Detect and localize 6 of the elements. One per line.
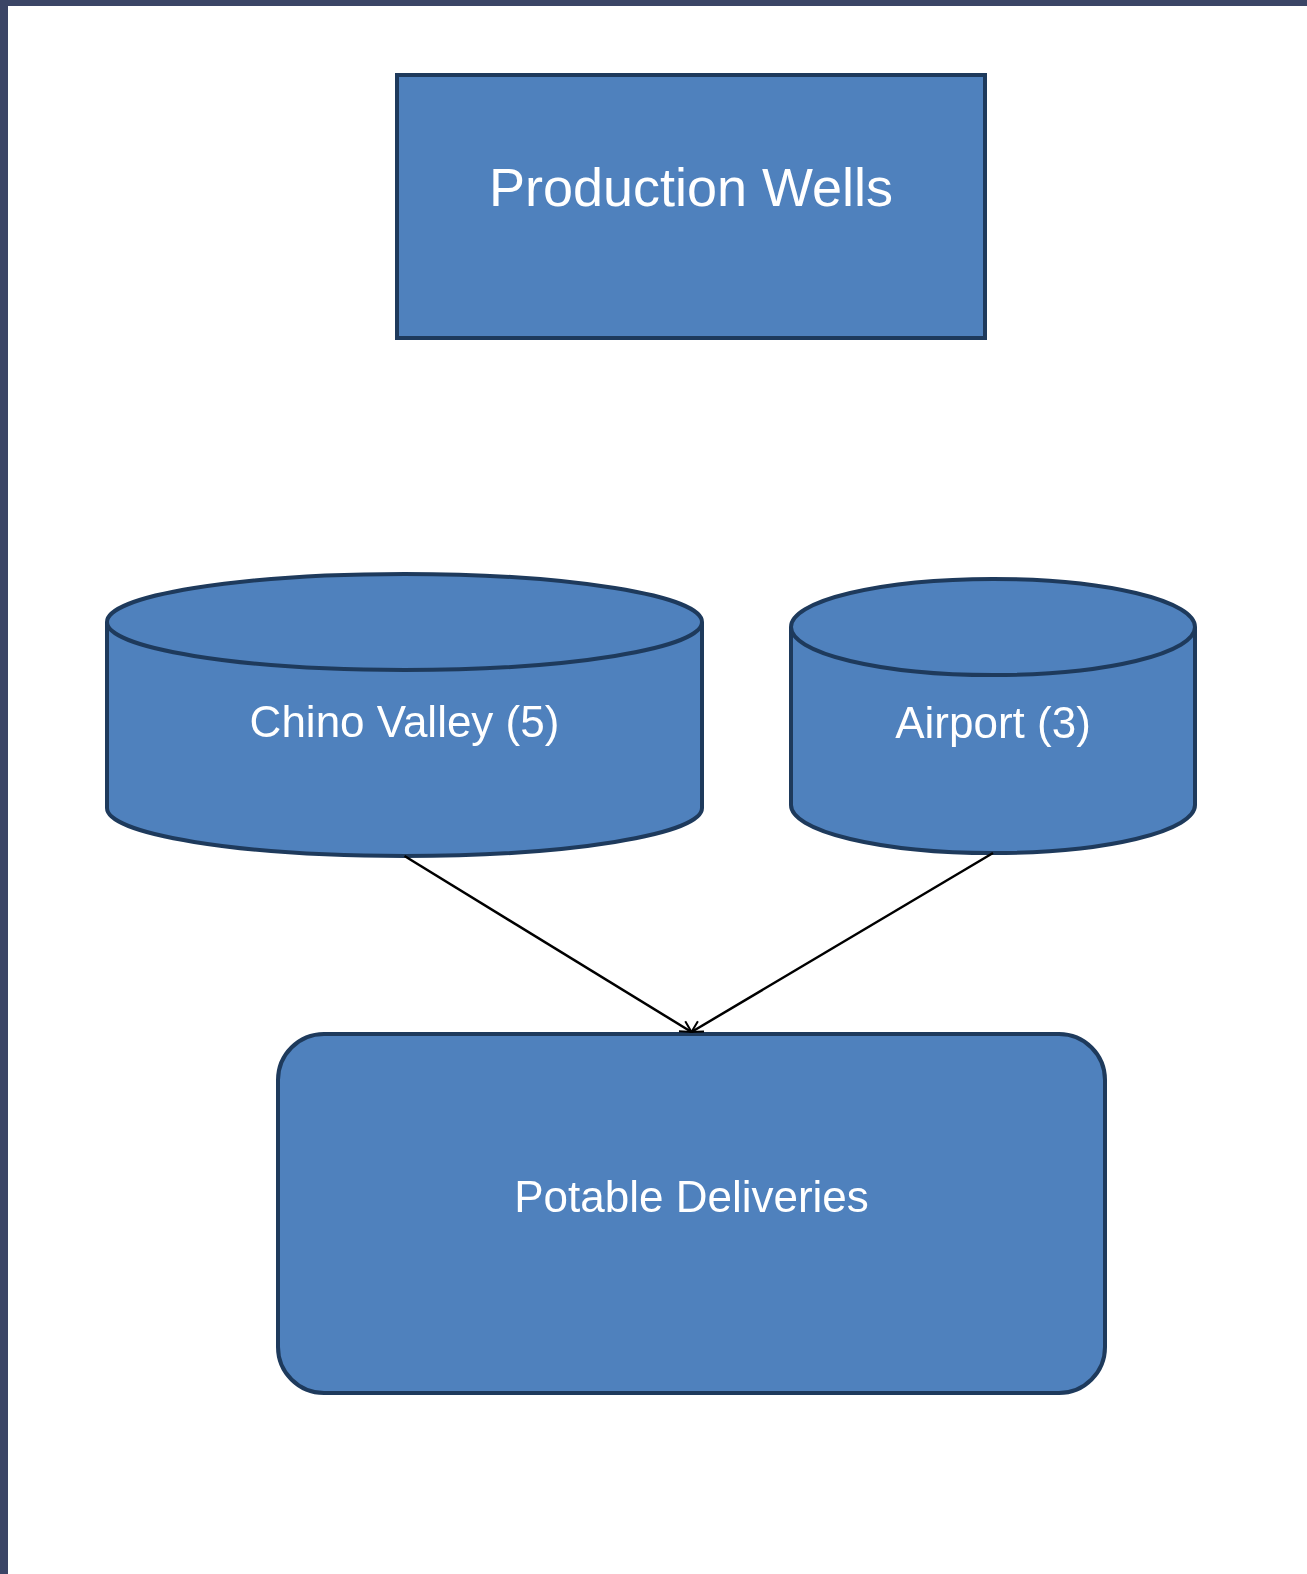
node-label: Airport (3) bbox=[894, 696, 1092, 749]
arrow bbox=[403, 854, 693, 1034]
node-label: Production Wells bbox=[487, 155, 895, 219]
node-label: Chino Valley (5) bbox=[248, 695, 561, 748]
node-label: Potable Deliveries bbox=[513, 1170, 870, 1223]
arrow bbox=[690, 851, 994, 1034]
